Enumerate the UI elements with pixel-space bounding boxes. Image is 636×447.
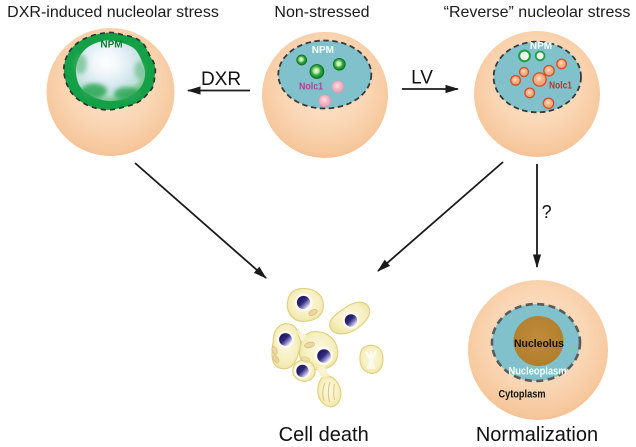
cell-death-label: Cell death [279,424,369,446]
nolc1-granule [331,80,345,93]
question-mark-label: ? [542,202,552,222]
stressed-to-death-arrow [134,162,267,279]
normalized-nucleolus [513,316,564,366]
dead-nucleus [279,333,292,346]
cell-death-details [271,293,378,403]
cytoplasm-label: Cytoplasm [499,389,546,401]
title-reverse-stress: “Reverse” nucleolar stress [444,4,631,21]
title-dxr-induced-stress: DXR-induced nucleolar stress [7,4,219,21]
npm-patch [81,83,107,99]
stressed-npm-label: NPM [100,40,122,51]
nolc1-granules [510,58,568,110]
dead-cell-neck [316,364,331,379]
npm-patch [114,87,140,101]
npm-ring [518,49,531,63]
npm-patch [134,61,146,79]
non-stressed-cell: NPM Nolc1 [262,32,388,158]
dead-nucleus [296,295,311,310]
normalized-cell: Nucleolus Nucleoplasm Cytoplasm [468,280,608,420]
reverse-to-death-arrow [377,161,504,272]
reverse-npm-label: NPM [530,41,552,52]
npm-patch [74,54,87,74]
npm-granule [296,54,308,66]
dead-nucleus [344,314,358,327]
nolc1-granule [318,94,332,108]
dead-cell-wrinkles [322,381,335,403]
dead-cell-organelles [271,308,318,363]
dead-nucleus [296,364,309,378]
nucleolus-label: Nucleolus [514,338,564,350]
npm-granule [309,64,325,79]
non-stressed-npm-label: NPM [312,45,334,56]
dead-nucleus [317,349,331,363]
reverse-nolc1-label: Nolc1 [549,81,572,92]
normalization-label: Normalization [476,424,598,446]
title-non-stressed: Non-stressed [274,4,369,21]
lv-arrow-label: LV [411,68,433,89]
arrows: DXR LV ? [134,68,552,279]
dxr-arrow-label: DXR [201,69,241,90]
npm-granule [332,57,346,71]
stressed-cell: NPM [46,28,175,156]
reverse-stress-cell: NPM Nolc1 [474,31,600,157]
non-stressed-nolc1-label: Nolc1 [299,82,323,93]
npm-ring [534,50,546,62]
dead-cell-neck [296,329,308,344]
dead-cell-fragments [364,349,378,370]
nucleoplasm-label: Nucleoplasm [509,366,567,378]
